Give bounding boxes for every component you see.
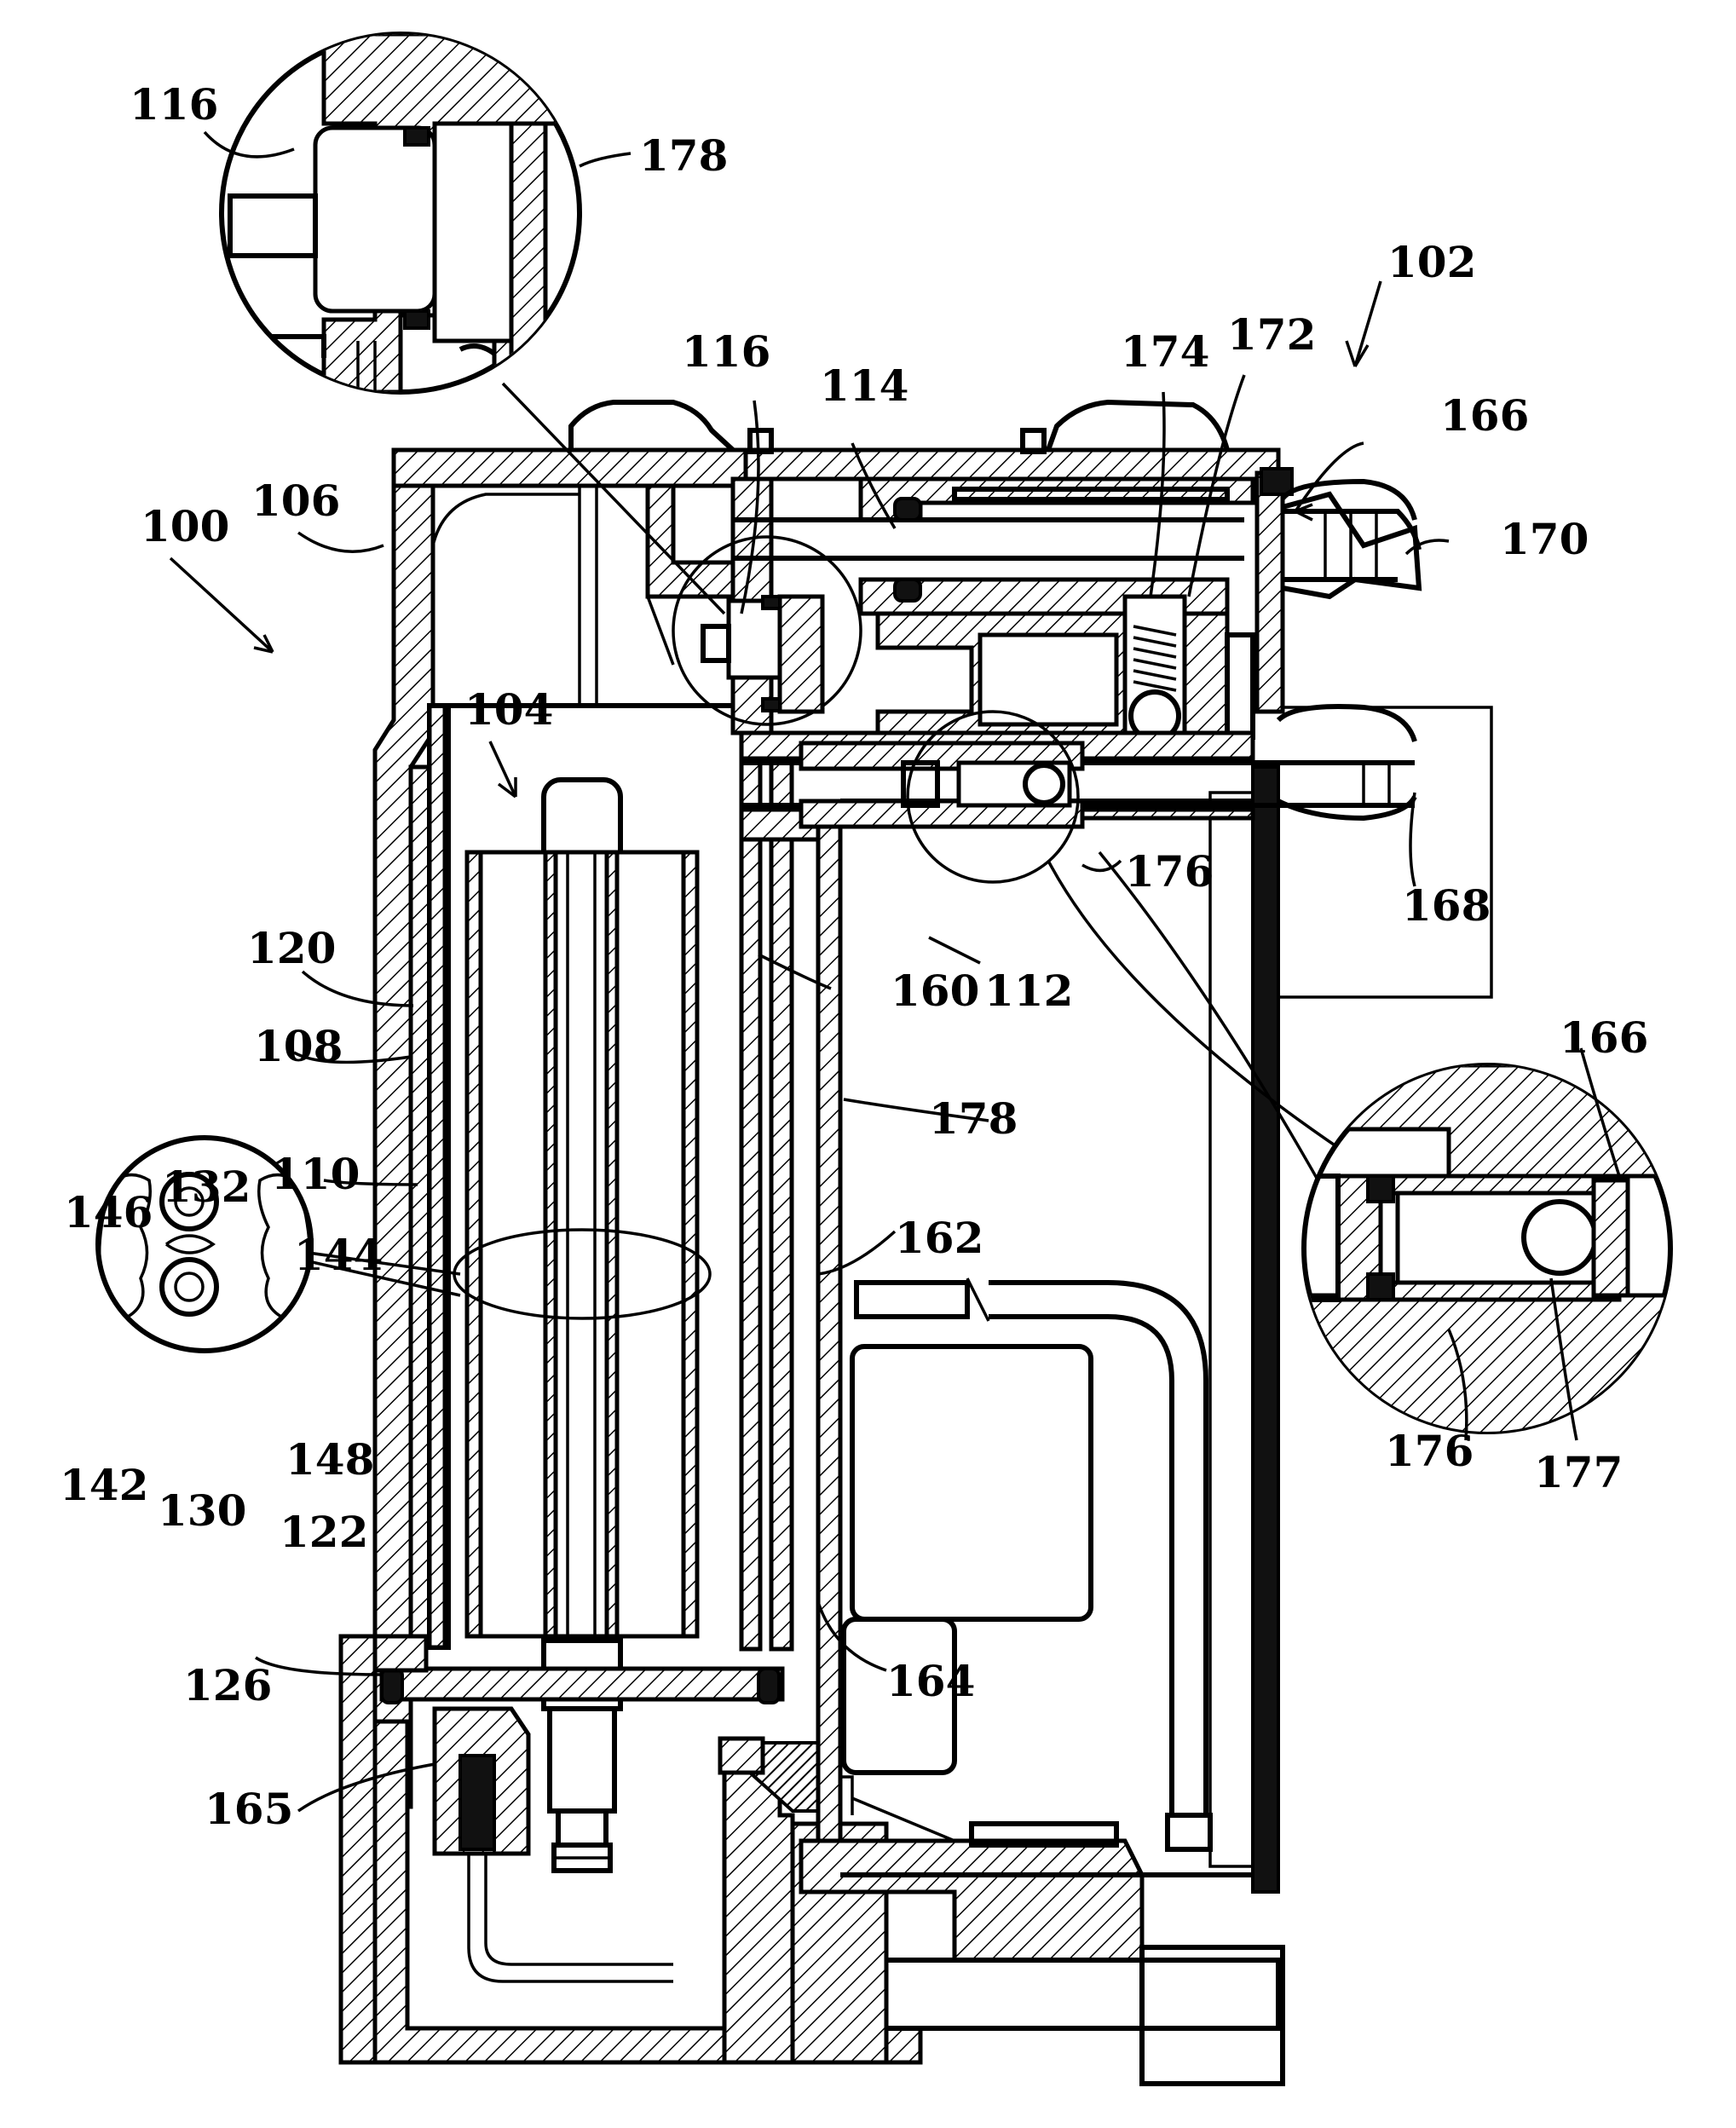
label-106: 106 <box>251 476 340 526</box>
detail-connector-right-b <box>1099 852 1325 1193</box>
label-116-detail: 116 <box>130 79 218 130</box>
label-164: 164 <box>886 1656 975 1706</box>
label-178-detail: 178 <box>639 130 728 181</box>
label-114: 114 <box>820 360 908 411</box>
label-166-top: 166 <box>1440 390 1529 441</box>
label-146: 146 <box>64 1187 153 1237</box>
label-165: 165 <box>205 1784 293 1834</box>
label-176: 176 <box>1125 846 1214 897</box>
label-102: 102 <box>1387 237 1476 287</box>
label-120: 120 <box>247 923 336 973</box>
detail-view-plug-116 <box>213 34 597 401</box>
label-172: 172 <box>1227 309 1316 360</box>
label-144: 144 <box>294 1230 383 1280</box>
label-170: 170 <box>1500 514 1589 564</box>
label-160: 160 <box>891 966 979 1016</box>
label-108: 108 <box>254 1021 343 1071</box>
label-100: 100 <box>141 501 229 551</box>
label-162: 162 <box>895 1213 983 1263</box>
label-116: 116 <box>682 326 770 377</box>
label-132: 132 <box>162 1162 251 1212</box>
label-168: 168 <box>1402 880 1491 931</box>
label-142: 142 <box>60 1460 148 1510</box>
detail-connector-top <box>503 384 724 614</box>
label-126: 126 <box>183 1660 272 1710</box>
label-176-detail: 176 <box>1385 1426 1474 1476</box>
label-112: 112 <box>984 966 1073 1016</box>
label-130: 130 <box>158 1485 246 1536</box>
label-148: 148 <box>285 1434 374 1485</box>
detail-connector-right-a <box>1048 861 1355 1159</box>
label-104: 104 <box>464 684 553 735</box>
base-assembly <box>341 1636 1283 2084</box>
label-122: 122 <box>280 1507 368 1557</box>
detail-view-valve-176 <box>1295 1065 1670 1449</box>
label-177: 177 <box>1534 1447 1623 1497</box>
label-166-detail: 166 <box>1560 1012 1648 1063</box>
label-178: 178 <box>929 1093 1018 1144</box>
label-174: 174 <box>1121 326 1209 377</box>
label-110: 110 <box>271 1149 360 1199</box>
